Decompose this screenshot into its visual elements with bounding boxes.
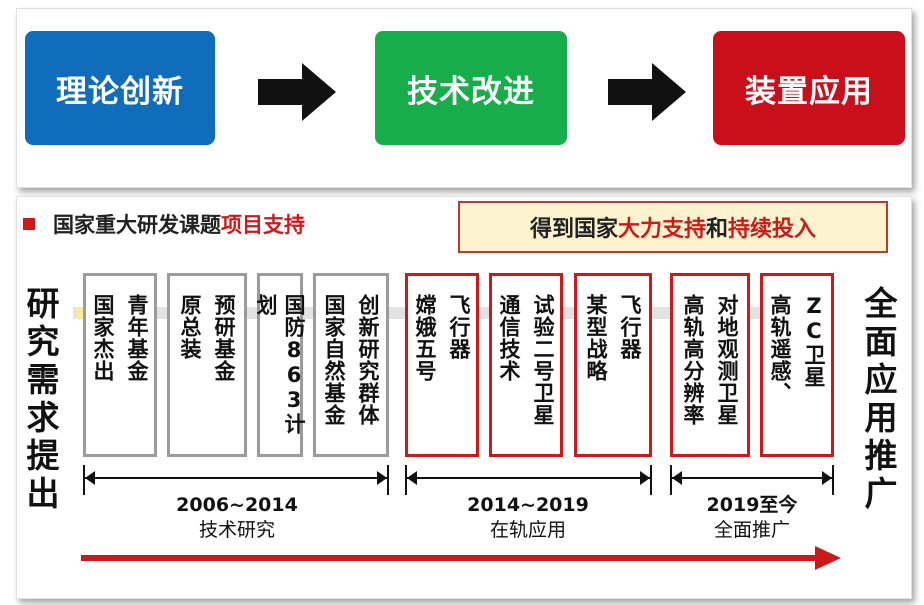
- period-label-in-orbit: 2014~2019 在轨应用: [453, 493, 603, 543]
- label-char: 推: [864, 436, 898, 475]
- project-box-national-outstanding-youth-fund: 青年基金 国家杰出: [83, 273, 157, 457]
- project-line: 某型战略: [584, 294, 608, 382]
- label-char: 用: [864, 398, 898, 437]
- callout-text-2: 和: [706, 217, 729, 242]
- callout-text-1: 得到国家: [529, 217, 618, 242]
- project-line: 原总装: [178, 294, 202, 360]
- period-years: 2006~2014: [176, 494, 298, 516]
- project-line: 国防863计划: [254, 294, 306, 435]
- project-line: 创新研究群体: [356, 294, 380, 426]
- project-box-pre-research-fund: 预研基金 原总装: [167, 273, 247, 457]
- project-box-nsfc-innovation-group: 创新研究群体 国家自然基金: [313, 273, 389, 457]
- period-name: 全面推广: [713, 519, 790, 541]
- project-box-high-orbit-observation-satellite: 对地观测卫星 高轨高分辨率: [670, 273, 750, 457]
- section-title: 国家重大研发课题项目支持: [23, 209, 305, 239]
- project-line: 通信技术: [497, 294, 521, 382]
- label-char: 提: [26, 436, 60, 475]
- section-title-highlight: 项目支持: [221, 213, 305, 237]
- period-label-research: 2006~2014 技术研究: [152, 493, 322, 543]
- project-line: 青年基金: [125, 294, 149, 382]
- stage-technical-improvement: 技术改进: [375, 31, 567, 145]
- project-line: 对地观测卫星: [715, 294, 739, 426]
- right-arrow-icon: [608, 63, 686, 121]
- full-application-label: 全 面 应 用 推 广: [859, 285, 903, 513]
- stage-theory-innovation: 理论创新: [25, 31, 215, 145]
- left-arrowhead-icon: [407, 471, 417, 485]
- project-line: 飞行器: [618, 294, 642, 360]
- label-char: 需: [26, 360, 60, 399]
- period-years: 2014~2019: [467, 494, 589, 516]
- project-line: 试验二号卫星: [531, 294, 555, 426]
- label-char: 出: [26, 474, 60, 513]
- project-box-zc-remote-sensing-satellite: ZC卫星 高轨遥感、: [760, 273, 834, 457]
- left-arrowhead-icon: [85, 471, 95, 485]
- project-line: 国家杰出: [91, 294, 115, 382]
- period-bracket-research: [83, 465, 389, 497]
- left-arrowhead-icon: [672, 471, 682, 485]
- flow-panel: 理论创新 技术改进 装置应用: [16, 8, 912, 188]
- period-bracket-promotion: [670, 465, 834, 497]
- support-callout: 得到国家大力支持和持续投入: [458, 201, 888, 253]
- label-char: 面: [864, 322, 898, 361]
- section-title-main: 国家重大研发课题: [53, 213, 221, 237]
- right-arrow-icon: [258, 63, 336, 121]
- label-char: 广: [864, 474, 898, 513]
- project-box-strategic-vehicle: 飞行器 某型战略: [574, 273, 652, 457]
- project-line: 高轨遥感、: [768, 294, 792, 404]
- project-box-change5-vehicle: 飞行器 嫦娥五号: [405, 273, 479, 457]
- right-arrowhead-icon: [822, 471, 832, 485]
- period-bracket-in-orbit: [405, 465, 652, 497]
- callout-highlight-1: 大力支持: [617, 217, 706, 242]
- label-char: 应: [864, 360, 898, 399]
- period-name: 在轨应用: [489, 519, 566, 541]
- period-years: 2019至今: [706, 494, 798, 516]
- timeline-arrow-icon: [81, 546, 841, 570]
- project-line: 嫦娥五号: [413, 294, 437, 382]
- square-bullet-icon: [23, 218, 35, 230]
- stage-device-application: 装置应用: [713, 31, 905, 145]
- right-arrowhead-icon: [640, 471, 650, 485]
- label-char: 求: [26, 398, 60, 437]
- project-line: ZC卫星: [802, 294, 826, 388]
- callout-highlight-2: 持续投入: [728, 217, 817, 242]
- label-char: 究: [26, 322, 60, 361]
- period-name: 技术研究: [198, 519, 275, 541]
- project-line: 预研基金: [212, 294, 236, 382]
- right-arrowhead-icon: [377, 471, 387, 485]
- projects-panel: 国家重大研发课题项目支持 得到国家大力支持和持续投入 研 究 需 求 提 出 青…: [16, 196, 912, 599]
- project-box-comm-test-satellite: 试验二号卫星 通信技术: [489, 273, 563, 457]
- project-line: 飞行器: [447, 294, 471, 360]
- project-line: 国家自然基金: [322, 294, 346, 426]
- period-label-promotion: 2019至今 全面推广: [687, 493, 817, 543]
- label-char: 研: [26, 284, 60, 323]
- project-box-863-program: 国防863计划: [254, 273, 306, 457]
- project-line: 高轨高分辨率: [681, 294, 705, 426]
- research-demand-label: 研 究 需 求 提 出: [21, 285, 65, 513]
- label-char: 全: [864, 284, 898, 323]
